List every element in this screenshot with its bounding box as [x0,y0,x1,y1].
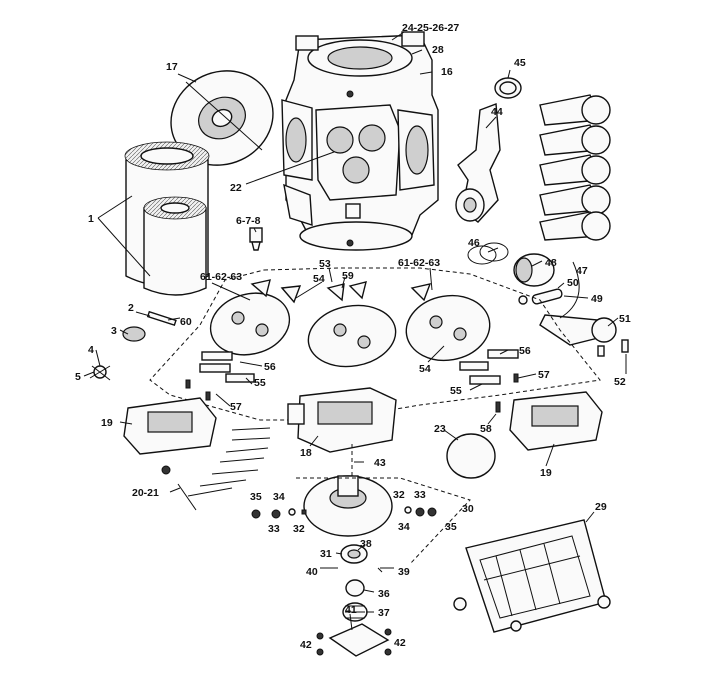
valve-plate-right [405,294,491,362]
thrust-washer [122,326,146,342]
callout-18: 18 [300,447,312,459]
service-valve [249,227,263,251]
callout-54-left: 54 [313,273,325,285]
callout-50: 50 [567,277,579,289]
valve-plate-center [307,304,397,368]
callout-55-right: 55 [450,385,462,397]
connecting-rod-stack [539,94,611,241]
callout-49: 49 [591,293,603,305]
valve-reeds [250,279,432,304]
crankcase-housing [281,31,439,251]
callout-45: 45 [514,57,526,69]
callout-19-left: 19 [101,417,113,429]
leader-lines [83,31,627,631]
callout-61-62-63-right: 61-62-63 [398,257,440,269]
callout-47: 47 [576,265,588,277]
valve-plate-left [209,292,291,356]
callout-3: 3 [111,325,117,337]
cylinder-head-center [287,387,397,453]
bottom-cover-plate [453,519,611,633]
callout-31: 31 [320,548,332,560]
callout-16: 16 [441,66,453,78]
callout-48: 48 [545,257,557,269]
callout-40: 40 [306,566,318,578]
callout-37: 37 [378,607,390,619]
callout-56-right: 56 [519,345,531,357]
callout-57-left: 57 [230,401,242,413]
cylinder-head-left [123,397,217,455]
callout-1: 1 [88,213,94,225]
motor-end-cover [170,70,274,166]
crankshaft [455,103,501,223]
callout-61-62-63-left: 61-62-63 [200,271,242,283]
callout-60: 60 [180,316,192,328]
callout-4: 4 [88,344,94,356]
connecting-rod [539,314,629,357]
callout-33-right: 33 [414,489,426,501]
callout-22: 22 [230,182,242,194]
motor-rotor [143,196,207,296]
piston [513,253,555,287]
callout-29: 29 [595,501,607,513]
callout-35-left: 35 [250,491,262,503]
callout-32-left: 32 [293,523,305,535]
callout-30: 30 [462,503,474,515]
callout-44: 44 [491,106,503,118]
callout-19-right: 19 [540,467,552,479]
callout-51: 51 [619,313,631,325]
callout-58: 58 [480,423,492,435]
callout-39: 39 [398,566,410,578]
callout-32-right: 32 [393,489,405,501]
callout-35-right: 35 [445,521,457,533]
callout-33-left: 33 [268,523,280,535]
callout-57-right: 57 [538,369,550,381]
end-cover-gasket [446,433,496,479]
callout-43: 43 [374,457,386,469]
callout-17: 17 [166,61,178,73]
shaft-seal-ring [494,77,522,99]
callout-labels: 24-25-26-27 28 16 17 45 44 1 22 6-7-8 46… [75,22,631,651]
head-bolts [161,427,271,511]
sight-plug-assembly [89,365,111,381]
callout-24-25-26-27: 24-25-26-27 [402,22,459,34]
pump-seal [340,544,368,564]
key-pin [146,310,177,327]
callout-54-right: 54 [419,363,431,375]
valve-hardware-right [459,349,519,413]
pump-assembly-outline [296,477,471,565]
oil-pump-housing [303,475,393,537]
callout-46: 46 [468,237,480,249]
callout-36: 36 [378,588,390,600]
callout-59: 59 [342,270,354,282]
callout-55-left: 55 [254,377,266,389]
callout-42-right: 42 [394,637,406,649]
pump-spring-assembly [342,579,368,622]
callout-42-left: 42 [300,639,312,651]
piston-rings [467,242,509,265]
callout-56-left: 56 [264,361,276,373]
callout-53: 53 [319,258,331,270]
callout-6-7-8: 6-7-8 [236,215,261,227]
pump-cover-plate [316,623,392,657]
callout-52: 52 [614,376,626,388]
callout-20-21: 20-21 [132,487,159,499]
callout-23: 23 [434,423,446,435]
callout-5: 5 [75,371,81,383]
cylinder-head-right [509,391,603,451]
callout-28: 28 [432,44,444,56]
callout-41: 41 [345,604,357,616]
valve-hardware-left [185,351,255,401]
callout-34-right: 34 [398,521,410,533]
callout-38: 38 [360,538,372,550]
callout-34-left: 34 [273,491,285,503]
pump-fasteners [251,506,437,519]
wrist-pin [518,288,563,305]
callout-2: 2 [128,302,134,314]
